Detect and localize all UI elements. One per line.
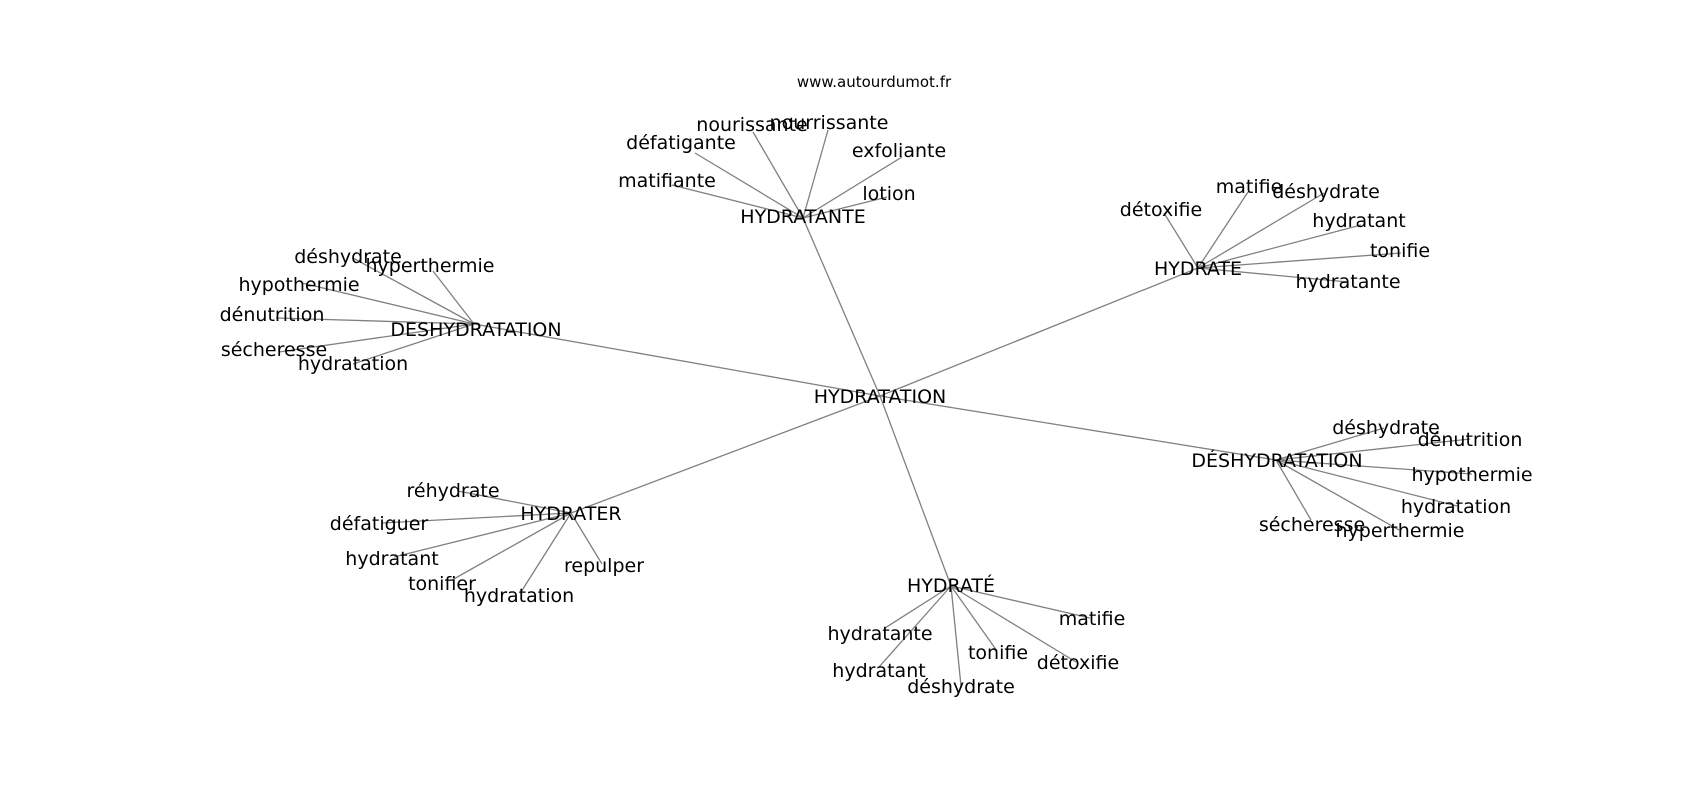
leaf-node-label-hydratante-1: défatigante [626,132,736,154]
edge-deshydratation-accent-leaf-4 [1275,459,1400,531]
edge-deshydratation-accent-leaf-1 [1275,438,1471,461]
edge-deshydratation-plain-leaf-2 [301,282,475,325]
leaf-node-label-hydrate-5: hydratante [1295,271,1400,293]
edge-hydrate-leaf-2 [1197,192,1325,269]
edge-hydrate-leaf-5 [1197,267,1349,283]
leaf-node-label-deshydratation-accent-1: dénutrition [1418,429,1523,451]
leaf-node-label-hydrate-accent-5: matifie [1059,608,1126,630]
edge-deshydratation-accent-leaf-0 [1275,427,1385,461]
edge-hydrate-accent-leaf-1 [878,585,952,668]
edge-hydrater-leaf-5 [570,512,603,565]
edge-center-deshydratation-plain [473,323,881,397]
edge-deshydratation-plain-leaf-0 [352,257,475,325]
leaf-node-label-hydrate-1: matifie [1216,176,1283,198]
edge-hydrate-accent-leaf-0 [884,585,952,629]
edge-center-hydratante [802,217,881,397]
edge-deshydratation-accent-leaf-5 [1275,459,1312,521]
leaf-node-label-deshydratation-plain-4: sécheresse [221,339,327,361]
edge-hydrater-leaf-3 [451,512,572,581]
edge-deshydratation-plain-leaf-5 [352,323,475,365]
hub-node-label-hydratante: HYDRATANTE [740,206,865,228]
edge-hydrate-leaf-4 [1197,252,1402,269]
edge-center-deshydratation-accent [879,395,1277,461]
hub-node-label-hydrate: HYDRATE [1154,258,1242,280]
leaf-node-label-deshydratation-plain-3: dénutrition [220,304,325,326]
graph-labels: HYDRATATION HYDRATANTE matifiante défatigan… [220,112,1533,698]
leaf-node-label-hydratante-3: nourrissante [770,112,889,134]
edge-hydrate-leaf-0 [1163,212,1199,269]
leaf-node-label-deshydratation-plain-5: hydratation [298,353,408,375]
leaf-node-label-hydrater-0: réhydrate [406,480,499,502]
leaf-node-label-hydrate-4: tonifie [1370,240,1430,262]
edge-hydratante-leaf-0 [671,184,804,219]
graph-edges [275,129,1473,687]
leaf-node-label-hydratante-4: exfoliante [852,140,946,162]
leaf-node-label-deshydratation-accent-3: hydratation [1401,496,1511,518]
edge-deshydratation-plain-leaf-1 [432,270,475,325]
edge-hydrate-leaf-1 [1197,191,1249,269]
edge-hydrater-leaf-2 [393,512,572,558]
leaf-node-label-hydrater-1: défatiguer [330,513,429,535]
edge-hydrater-leaf-1 [381,512,572,524]
edge-center-hydrater [570,395,881,514]
edge-hydratante-leaf-1 [694,152,804,219]
edge-hydrate-leaf-3 [1197,224,1362,269]
leaf-node-label-hydrater-3: tonifier [408,573,476,595]
leaf-node-label-deshydratation-accent-2: hypothermie [1411,464,1532,486]
leaf-node-label-hydrate-3: hydratant [1312,210,1405,232]
leaf-node-label-hydrate-accent-1: hydratant [832,660,925,682]
edge-hydrate-accent-leaf-4 [950,585,1077,663]
edge-hydrater-leaf-0 [457,490,572,514]
edge-hydratante-leaf-4 [802,156,903,219]
hub-node-label-deshydratation-plain: DESHYDRATATION [390,319,561,341]
hub-node-label-hydrater: HYDRATER [520,503,621,525]
leaf-node-label-hydrate-0: détoxifie [1120,199,1202,221]
edge-hydratante-leaf-3 [802,129,829,219]
leaf-node-label-hydrate-accent-0: hydratante [827,623,932,645]
edge-hydratante-leaf-5 [802,196,888,219]
leaf-node-label-deshydratation-accent-5: sécheresse [1259,514,1365,536]
leaf-node-label-deshydratation-plain-0: déshydrate [294,246,402,268]
edge-center-hydrate [879,267,1199,397]
center-node-label: HYDRATATION [814,386,947,408]
leaf-node-label-hydrate-2: déshydrate [1272,181,1380,203]
leaf-node-label-hydrater-2: hydratant [345,548,438,570]
edge-hydrate-accent-leaf-2 [950,585,962,687]
leaf-node-label-deshydratation-plain-1: hyperthermie [366,255,495,277]
leaf-node-label-hydratante-2: nourissante [696,114,807,136]
hub-node-label-deshydratation-accent: DÉSHYDRATATION [1191,449,1362,472]
leaf-node-label-hydratante-0: matifiante [618,170,716,192]
source-label: www.autourdumot.fr [797,73,952,91]
edge-deshydratation-plain-leaf-3 [275,317,475,325]
edge-deshydratation-accent-leaf-3 [1275,459,1458,507]
edge-hydrater-leaf-4 [520,512,572,593]
leaf-node-label-hydrate-accent-3: tonifie [968,642,1028,664]
leaf-node-label-deshydratation-accent-0: déshydrate [1332,417,1440,439]
leaf-node-label-hydrate-accent-4: détoxifie [1037,652,1119,674]
edge-hydratante-leaf-2 [752,131,804,219]
leaf-node-label-hydrater-4: hydratation [464,585,574,607]
edge-deshydratation-accent-leaf-2 [1275,459,1473,475]
leaf-node-label-hydrate-accent-2: déshydrate [907,676,1015,698]
hub-node-label-hydrate-accent: HYDRATÉ [907,574,995,597]
leaf-node-label-hydratante-5: lotion [862,183,915,205]
edge-hydrate-accent-leaf-5 [950,585,1091,619]
leaf-node-label-deshydratation-plain-2: hypothermie [238,274,359,296]
edge-hydrate-accent-leaf-3 [950,585,998,652]
edge-center-hydrate-accent [879,395,952,587]
leaf-node-label-hydrater-5: repulper [564,555,644,577]
edge-deshydratation-plain-leaf-4 [278,323,475,353]
leaf-node-label-deshydratation-accent-4: hyperthermie [1336,520,1465,542]
